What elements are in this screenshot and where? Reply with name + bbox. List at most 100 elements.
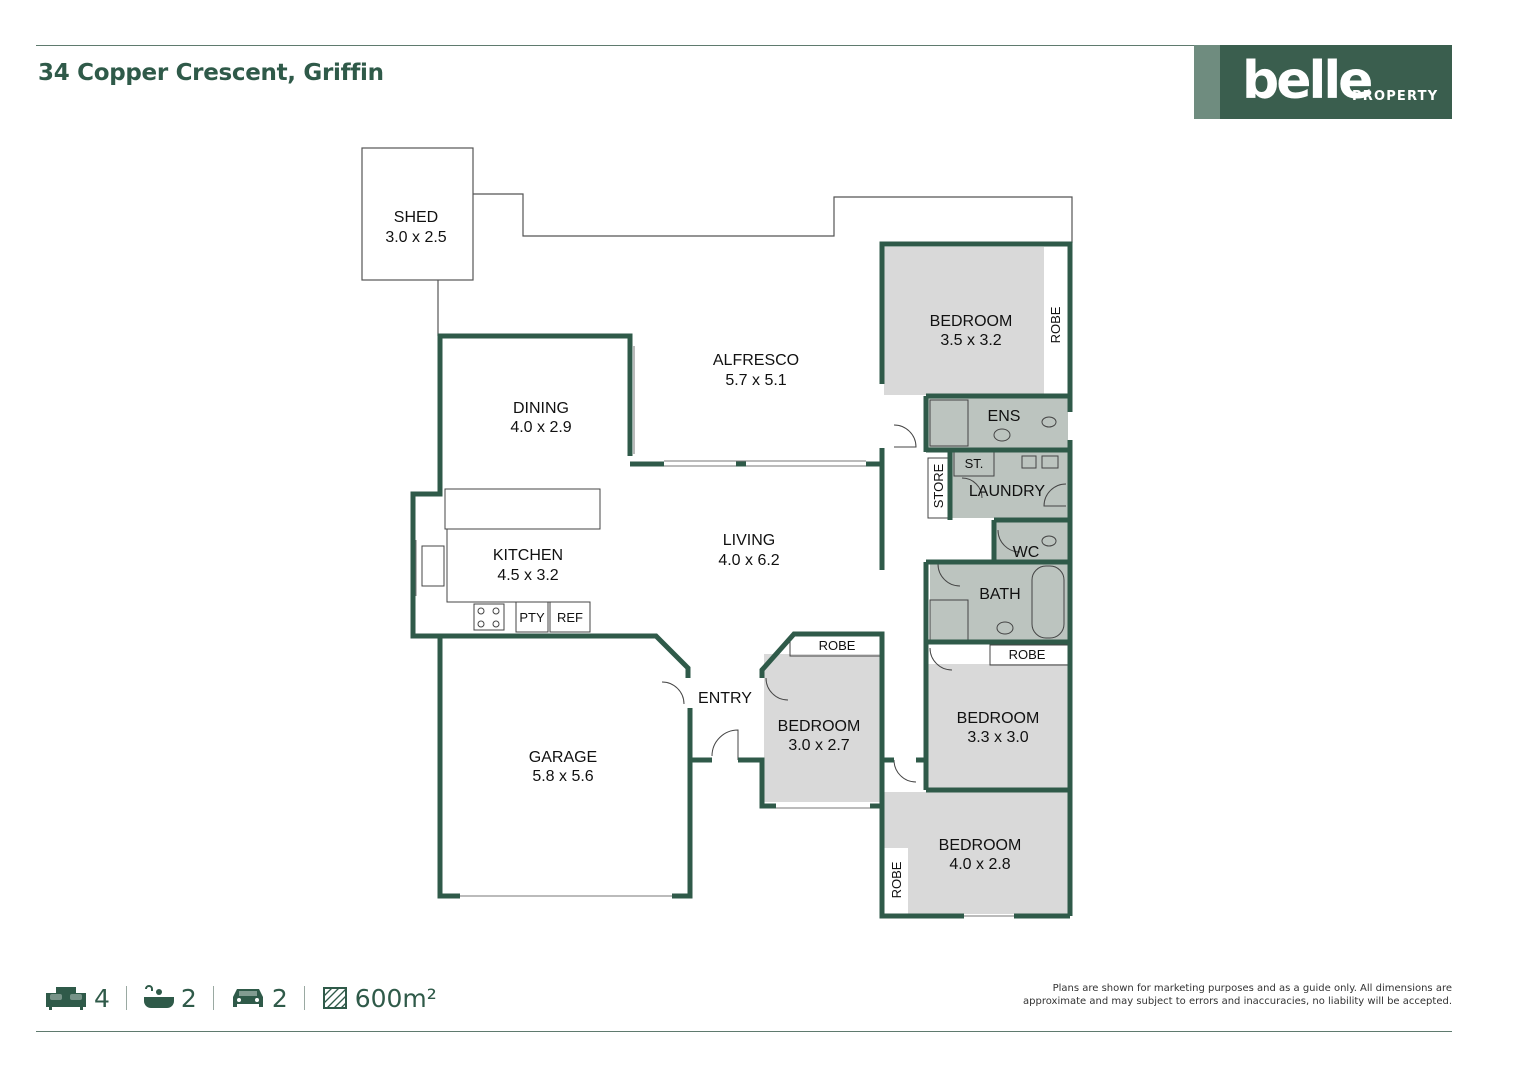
bath-icon <box>143 985 174 1008</box>
bedroom-main-label: BEDROOM <box>930 313 1013 330</box>
bathroom-count: 2 <box>143 984 197 1013</box>
tub <box>1041 455 1059 469</box>
wc-label: WC <box>1013 544 1040 561</box>
robe-main-label: ROBE <box>1048 306 1063 343</box>
toilet-ens <box>1041 416 1057 428</box>
pantry-box <box>515 601 549 633</box>
toilet-wc <box>1041 535 1057 547</box>
logo-subtitle: PROPERTY <box>1352 89 1439 104</box>
door-swing <box>929 647 953 671</box>
ref-label: REF <box>557 610 583 625</box>
land-area-value: 600m² <box>354 983 437 1013</box>
basin-bath <box>996 621 1014 635</box>
living-size: 4.0 x 6.2 <box>718 552 779 569</box>
shed-label: SHED <box>394 209 438 226</box>
shed-size: 3.0 x 2.5 <box>385 229 446 246</box>
room-fills <box>764 247 1068 914</box>
laundry-label: LAUNDRY <box>969 483 1046 500</box>
disclaimer: Plans are shown for marketing purposes a… <box>982 982 1452 1008</box>
bedroom-rear-size: 4.0 x 2.8 <box>949 856 1010 873</box>
robe-front-label: ROBE <box>819 638 856 653</box>
ens-label: ENS <box>988 408 1021 425</box>
shed-outline <box>361 147 474 281</box>
door-swing <box>661 681 685 705</box>
burner <box>477 607 485 615</box>
cooktop <box>473 603 505 631</box>
door-swing <box>893 759 917 783</box>
bedroom-rear-fill <box>884 792 1068 914</box>
robe-mid-label: ROBE <box>1009 647 1046 662</box>
bedroom-mid-label: BEDROOM <box>957 710 1040 727</box>
land-area: 600m² <box>321 984 437 1013</box>
washer <box>1021 455 1037 469</box>
robe-rear-fill <box>884 848 908 914</box>
car-count-value: 2 <box>271 983 288 1013</box>
fridge-box <box>549 601 591 633</box>
island-bench <box>444 488 601 530</box>
belle-property-logo: belle PROPERTY <box>1194 45 1452 119</box>
burner <box>492 607 500 615</box>
car-icon <box>232 989 263 1007</box>
outdoor-outlines <box>361 147 1073 336</box>
bedroom-mid-fill <box>928 664 1068 788</box>
bedroom-front-size: 3.0 x 2.7 <box>788 737 849 754</box>
stat-divider <box>212 986 214 1010</box>
bedroom-main-size: 3.5 x 3.2 <box>940 332 1001 349</box>
alfresco-boundary <box>473 193 1073 243</box>
car-count: 2 <box>230 984 288 1013</box>
door-swing <box>1043 483 1067 507</box>
door-swing <box>937 563 961 587</box>
bath-label: BATH <box>979 586 1020 603</box>
door-swing <box>893 424 917 448</box>
bathtub <box>1031 565 1065 639</box>
shower-ens <box>929 399 969 447</box>
bedroom-main-fill <box>884 247 1068 395</box>
door-swing <box>711 729 739 760</box>
store-label: STORE <box>931 463 946 508</box>
kitchen-label: KITCHEN <box>493 547 563 564</box>
st-label: ST. <box>965 456 984 471</box>
bedroom-count: 4 <box>44 984 110 1013</box>
bathroom-count-value: 2 <box>180 983 197 1013</box>
stat-divider <box>303 986 305 1010</box>
alfresco-label: ALFRESCO <box>713 352 799 369</box>
living-label: LIVING <box>723 532 775 549</box>
footer-rule <box>36 1031 1452 1032</box>
burner <box>477 620 485 628</box>
garage-size: 5.8 x 5.6 <box>532 768 593 785</box>
door-swing <box>765 677 789 701</box>
header-rule <box>36 45 1196 46</box>
dining-size: 4.0 x 2.9 <box>510 419 571 436</box>
bedroom-front-fill <box>764 654 880 802</box>
property-stats: 4 2 2 600m² <box>44 978 437 1018</box>
bath-fill <box>930 564 1068 640</box>
alfresco-size: 5.7 x 5.1 <box>725 372 786 389</box>
disclaimer-line-1: Plans are shown for marketing purposes a… <box>1052 983 1452 994</box>
stat-divider <box>125 986 127 1010</box>
disclaimer-line-2: approximate and may subject to errors an… <box>1023 996 1452 1007</box>
kitchen-bench <box>445 528 590 603</box>
sink <box>421 545 445 587</box>
burner <box>492 620 500 628</box>
kitchen-size: 4.5 x 3.2 <box>497 567 558 584</box>
door-swing <box>961 477 983 499</box>
robe-main-fill <box>1044 247 1068 395</box>
logo-accent-strip <box>1194 45 1220 119</box>
bedroom-count-value: 4 <box>94 983 110 1013</box>
walls <box>410 241 1073 919</box>
property-address: 34 Copper Crescent, Griffin <box>38 60 384 86</box>
laundry-fill <box>952 452 1068 518</box>
garage-label: GARAGE <box>529 749 597 766</box>
logo-word: belle <box>1242 51 1373 111</box>
pty-label: PTY <box>519 610 545 625</box>
entry-label: ENTRY <box>698 690 752 707</box>
bedroom-front-label: BEDROOM <box>778 718 861 735</box>
door-swing <box>997 529 1021 553</box>
land-area-icon <box>322 987 347 1009</box>
dining-label: DINING <box>513 400 569 417</box>
bedroom-mid-size: 3.3 x 3.0 <box>967 729 1028 746</box>
bedroom-rear-label: BEDROOM <box>939 837 1022 854</box>
robe-rear-label: ROBE <box>889 861 904 898</box>
bed-icon <box>46 987 86 1010</box>
